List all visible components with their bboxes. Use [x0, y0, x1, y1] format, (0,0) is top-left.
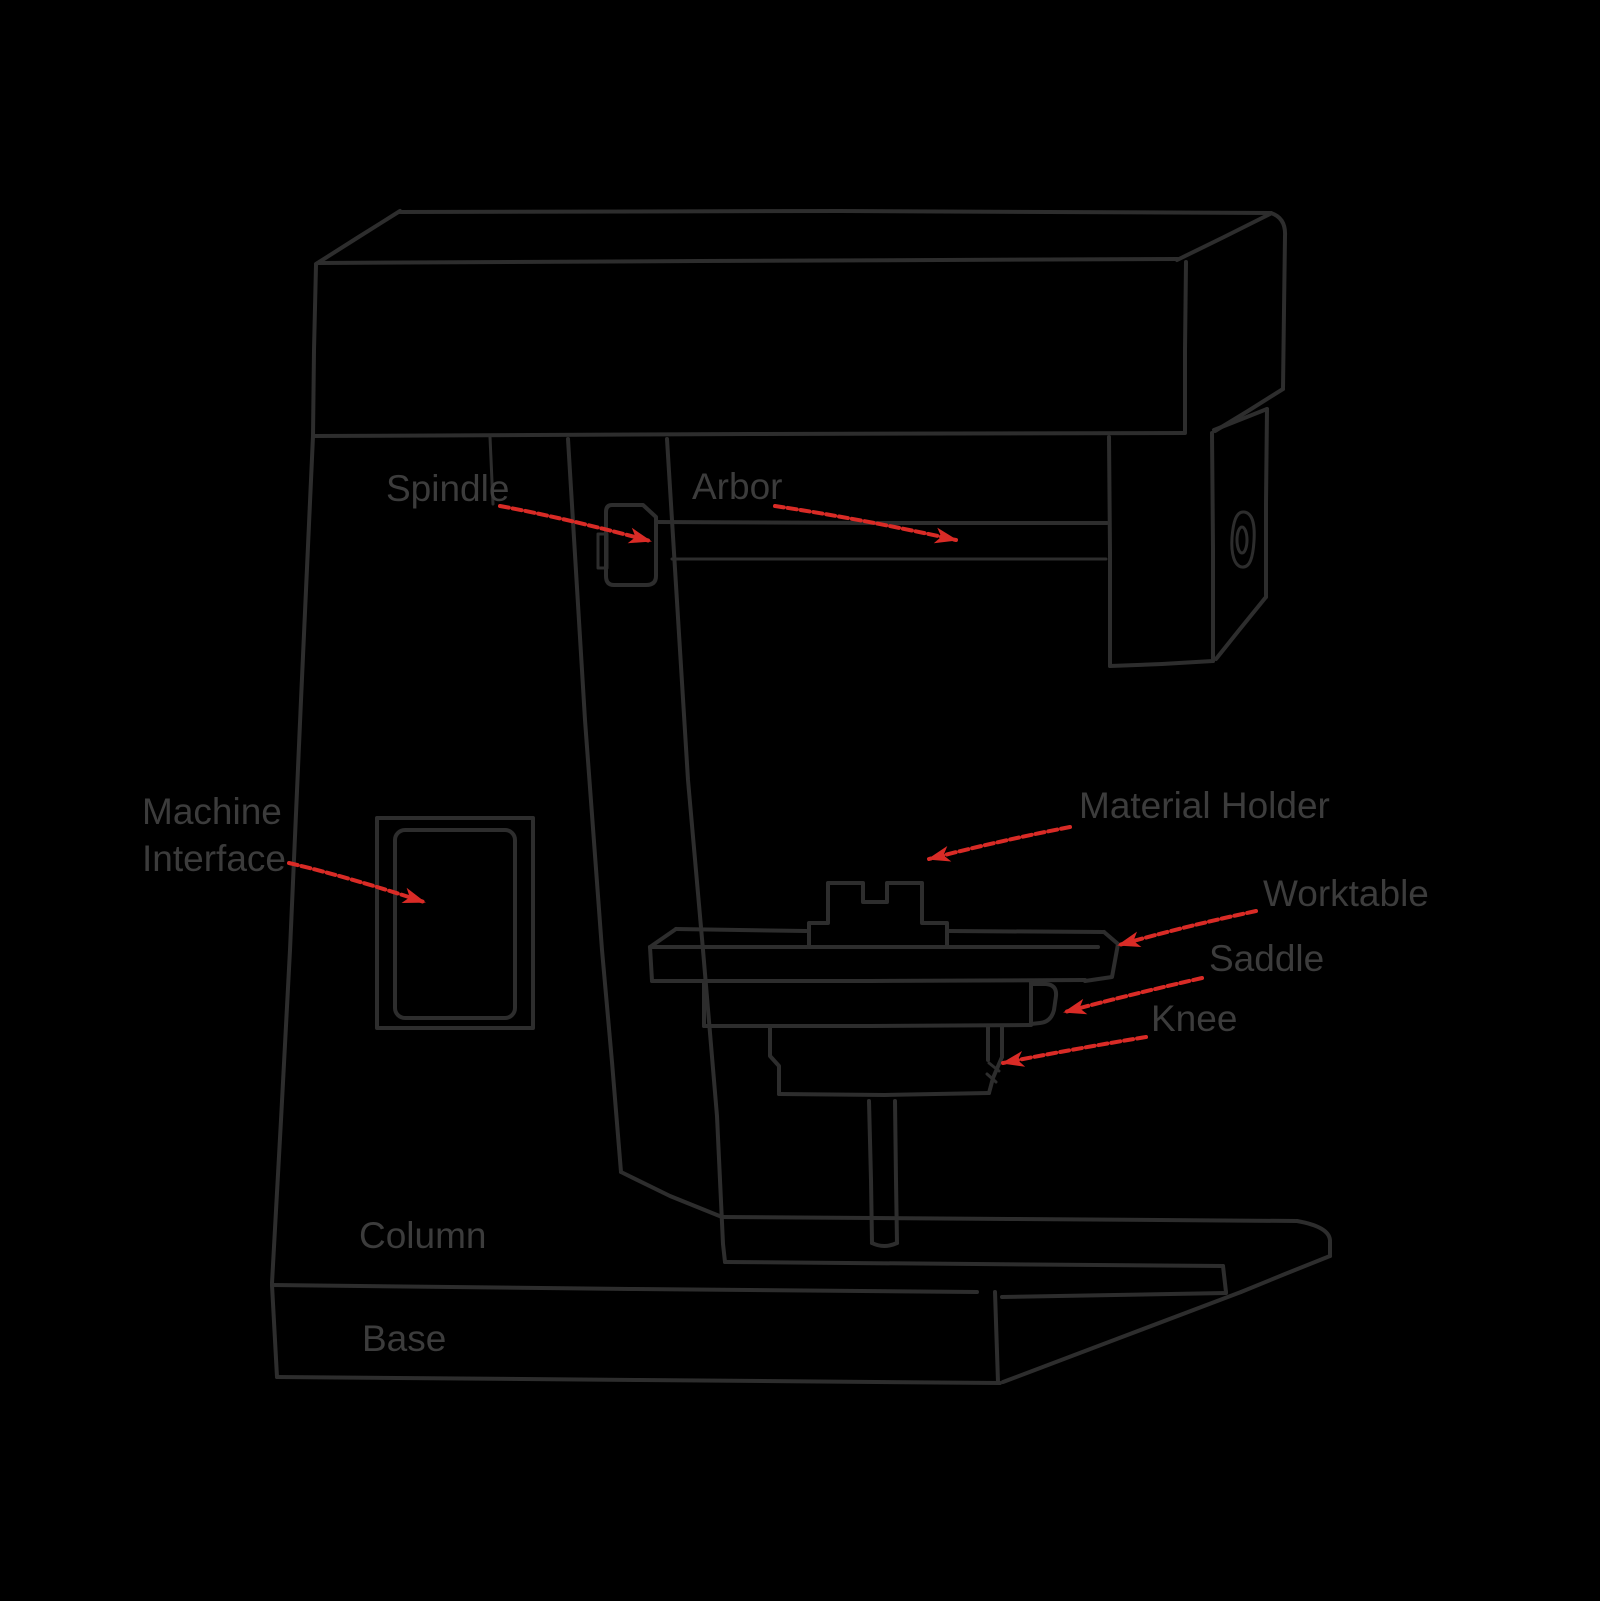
worktable-label: Worktable — [1263, 873, 1429, 914]
overarm-outline — [312, 209, 1288, 438]
arbor-label: Arbor — [692, 466, 783, 507]
knee-outline — [768, 1025, 1004, 1097]
machine-interface-label: Machine Interface — [142, 791, 286, 879]
material-holder-outline — [807, 881, 949, 949]
saddle-outline — [702, 980, 1059, 1028]
material-holder-label: Material Holder — [1079, 785, 1330, 826]
knee-arrow — [1001, 1035, 1148, 1067]
arbor-support-outline — [1107, 407, 1269, 668]
base-label: Base — [362, 1318, 447, 1359]
machine-interface-panel — [375, 816, 535, 1030]
base-outline — [270, 1215, 1332, 1385]
machine-interface-arrow — [287, 861, 426, 904]
arbor-arrow — [773, 504, 958, 544]
worktable-outline — [648, 927, 1120, 983]
callout-arrows — [287, 504, 1258, 1067]
knee-label: Knee — [1151, 998, 1238, 1039]
elevating-post-outline — [867, 1099, 899, 1248]
spindle-arrow — [498, 504, 652, 544]
material-holder-arrow — [927, 825, 1072, 862]
column-outline — [270, 263, 727, 1285]
spindle-label: Spindle — [386, 468, 510, 509]
column-label: Column — [359, 1215, 487, 1256]
worktable-arrow — [1117, 909, 1258, 947]
support-bearing-hole — [1230, 510, 1256, 569]
spindle-outline — [596, 503, 658, 587]
arbor-shaft-lines — [654, 520, 1109, 561]
saddle-arrow — [1063, 976, 1204, 1015]
saddle-label: Saddle — [1209, 938, 1325, 979]
